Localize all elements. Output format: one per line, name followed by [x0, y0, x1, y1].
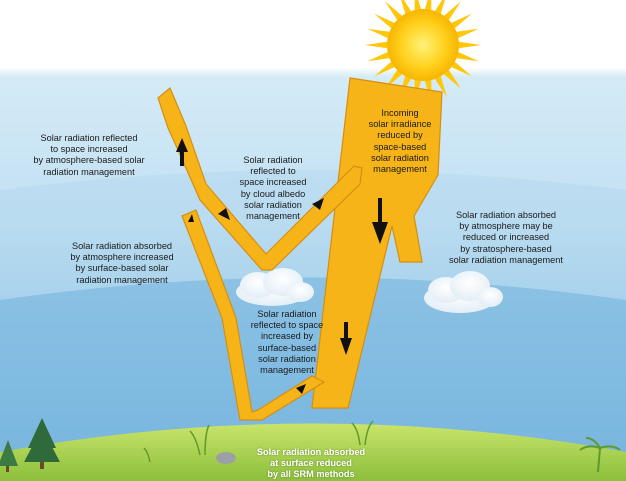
sun-ray [374, 61, 395, 77]
label-reflected-atmosphere: Solar radiation reflected to space incre… [33, 133, 145, 177]
surface-reflection-arrow [181, 209, 326, 421]
sun-ray [451, 61, 472, 77]
rock-icon [216, 452, 236, 464]
sun-ray [401, 0, 411, 14]
label-reflected-cloud: Solar radiation reflected to space incre… [239, 155, 307, 222]
sun-ray [385, 1, 402, 20]
direction-arrowheads [176, 138, 388, 394]
label-absorbed-atmosphere-stratosphere: Solar radiation absorbed by atmosphere m… [449, 210, 563, 265]
sun-ray [451, 13, 472, 29]
tree-icon [24, 418, 60, 469]
label-absorbed-surface: Solar radiation absorbed at surface redu… [256, 447, 366, 480]
sun-ray [458, 41, 481, 49]
sun-ray [414, 0, 422, 10]
label-absorbed-atmosphere-surface: Solar radiation absorbed by atmosphere i… [70, 241, 174, 285]
sun-ray [444, 1, 461, 20]
cloud-icon [424, 271, 503, 313]
sun-ray [444, 70, 461, 89]
ground [0, 423, 626, 481]
sun-ray [435, 0, 445, 14]
cloud-icon [236, 268, 314, 306]
cloud-reflection-arrow [157, 87, 363, 271]
sun-ray [367, 52, 390, 62]
radiation-arrows [157, 77, 443, 421]
sun-ray [456, 52, 479, 62]
palm-icon [579, 437, 621, 473]
tree-icon [0, 440, 18, 472]
grass-icon [143, 420, 374, 463]
label-reflected-surface: Solar radiation reflected to space incre… [250, 309, 324, 376]
sun-ray [456, 28, 479, 38]
sun-ray [365, 41, 388, 49]
sun-ray [435, 76, 448, 98]
label-incoming-irradiance: Incoming solar irradiance reduced by spa… [368, 108, 432, 175]
sun-ray [374, 13, 395, 29]
sun-ray [367, 28, 390, 38]
sun-ray [424, 0, 432, 10]
